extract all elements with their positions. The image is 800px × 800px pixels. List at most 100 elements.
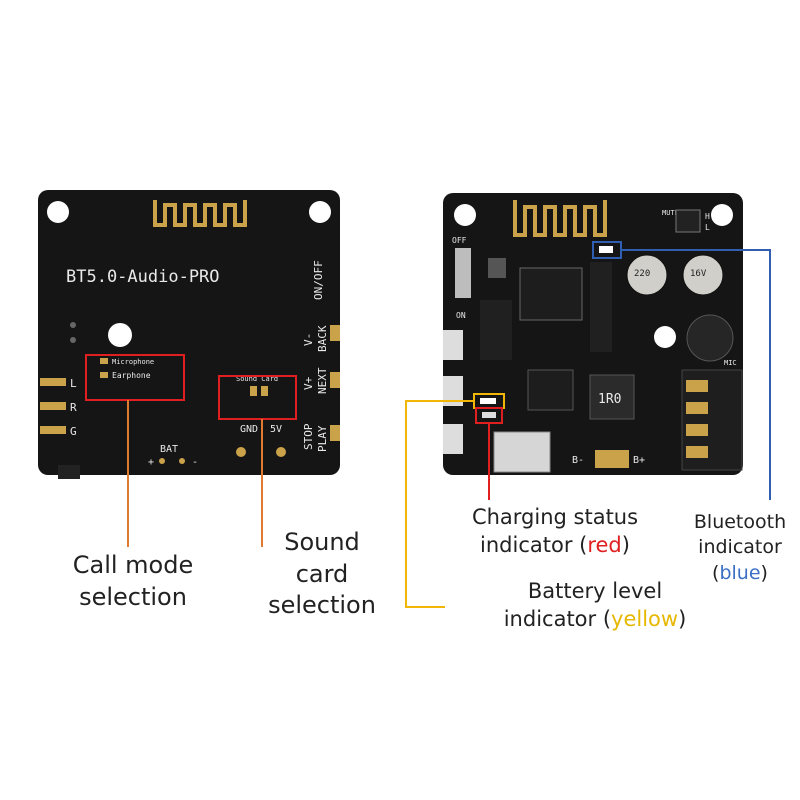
passive-array: [480, 300, 512, 360]
mounting-hole: [47, 201, 69, 223]
switch-pad: [330, 425, 340, 441]
pin-label-r: R: [70, 401, 77, 414]
bat-pad: [159, 458, 165, 464]
callout-bluetooth-open: (: [712, 561, 720, 584]
jack-pin: [686, 446, 708, 458]
callout-charging-line1: Charging status: [471, 505, 639, 529]
audio-jack: [58, 465, 80, 479]
callout-battery-level: Battery level indicator (yellow): [490, 578, 700, 634]
call-mode-highlight-box: [85, 354, 185, 401]
leader-line-bluetooth: [621, 249, 771, 500]
mic-label: MIC: [724, 359, 737, 367]
switch-label-vplus: V+: [302, 376, 315, 390]
inductor-label: 1R0: [598, 392, 621, 407]
microphone: [686, 314, 734, 362]
callout-bluetooth: Bluetooth indicator (blue): [680, 510, 800, 586]
antenna-trace: [153, 200, 247, 227]
jack-pin: [686, 424, 708, 436]
bat-label: BAT: [160, 444, 178, 455]
capacitor: [626, 254, 668, 296]
mute-label: MUTE: [662, 209, 679, 217]
power-label-gnd: GND: [240, 424, 258, 435]
side-button[interactable]: [443, 376, 463, 406]
mounting-hole: [654, 326, 676, 348]
pin-label-l: L: [70, 377, 77, 390]
callout-charging-status: Charging status indicator (red): [450, 504, 660, 560]
micro-usb-port: [493, 431, 551, 473]
callout-charging-line2-end: ): [621, 532, 630, 557]
switch-label-next: NEXT: [316, 367, 329, 394]
via: [70, 322, 76, 328]
callout-sound-card-line1: Sound: [284, 528, 360, 556]
switch-label-vminus: V-: [302, 333, 315, 346]
callout-charging-line2: indicator (red): [450, 532, 660, 560]
jumper-pad: [100, 372, 108, 378]
power-pad: [236, 447, 246, 457]
bat-pad: [179, 458, 185, 464]
callout-sound-card: Sound card selection: [252, 527, 392, 622]
capacitor-value: 16V: [690, 269, 707, 279]
power-label-5v: 5V: [270, 424, 282, 435]
battery-pad: [595, 450, 629, 468]
bluetooth-chip: [519, 267, 583, 321]
callout-sound-card-line2: card: [295, 559, 349, 588]
switch-pad: [330, 372, 340, 388]
via: [70, 337, 76, 343]
inductor: [589, 374, 635, 420]
callout-battery-line2-end: ): [678, 606, 687, 631]
callout-call-mode-line2: selection: [79, 582, 187, 611]
passive-array: [590, 262, 612, 352]
callout-battery-line1: Battery level: [527, 579, 663, 603]
pin-label-g: G: [70, 425, 77, 438]
callout-bluetooth-line3: (blue): [680, 561, 800, 586]
capacitor: [682, 254, 724, 296]
callout-sound-card-line3: selection: [268, 591, 376, 620]
bluetooth-led: [599, 246, 613, 253]
switch-label-stop: STOP: [302, 423, 315, 450]
side-button[interactable]: [443, 330, 463, 360]
mounting-hole: [309, 201, 331, 223]
callout-battery-line2: indicator (yellow): [490, 606, 700, 634]
callout-bluetooth-color-word: blue: [719, 561, 761, 584]
switch-label-onoff: ON/OFF: [312, 260, 325, 300]
callout-call-mode: Call mode selection: [58, 550, 208, 613]
capacitor-value: 220: [634, 269, 650, 279]
battery-pad-plus: B+: [633, 455, 645, 466]
mounting-hole: [108, 323, 132, 347]
sound-card-label: Sound Card: [236, 375, 278, 383]
callout-charging-color-word: red: [587, 532, 622, 557]
charging-led: [482, 412, 496, 418]
hl-label-l: L: [705, 223, 710, 232]
switch-pad: [330, 325, 340, 341]
jack-pin: [686, 402, 708, 414]
callout-battery-line2-text: indicator (: [503, 606, 612, 631]
switch-label-on: ON: [456, 311, 466, 320]
jack-pin: [686, 380, 708, 392]
side-button[interactable]: [443, 424, 463, 454]
antenna-trace: [513, 200, 607, 237]
jumper-pad: [250, 386, 257, 396]
left-board-pcb: [38, 190, 340, 475]
battery-pad-minus: B-: [572, 455, 584, 466]
pin-pad: [40, 378, 66, 386]
charger-chip: [527, 369, 574, 411]
leader-line-battery-level: [405, 400, 474, 608]
switch-label-back: BACK: [316, 325, 329, 352]
callout-bluetooth-close: ): [760, 561, 768, 584]
bat-plus: +: [148, 457, 154, 468]
call-mode-option-earphone: Earphone: [112, 371, 151, 380]
board-title: BT5.0-Audio-PRO: [66, 267, 220, 287]
bat-minus: -: [192, 457, 198, 468]
switch-label-play: PLAY: [316, 425, 329, 452]
power-slide-switch[interactable]: [455, 248, 471, 298]
hl-label-h: H: [705, 212, 710, 221]
pin-pad: [40, 426, 66, 434]
pin-pad: [40, 402, 66, 410]
callout-battery-color-word: yellow: [611, 606, 679, 631]
battery-led: [480, 398, 496, 404]
mounting-hole: [711, 204, 733, 226]
jumper-pad: [100, 358, 108, 364]
jumper-pad: [261, 386, 268, 396]
